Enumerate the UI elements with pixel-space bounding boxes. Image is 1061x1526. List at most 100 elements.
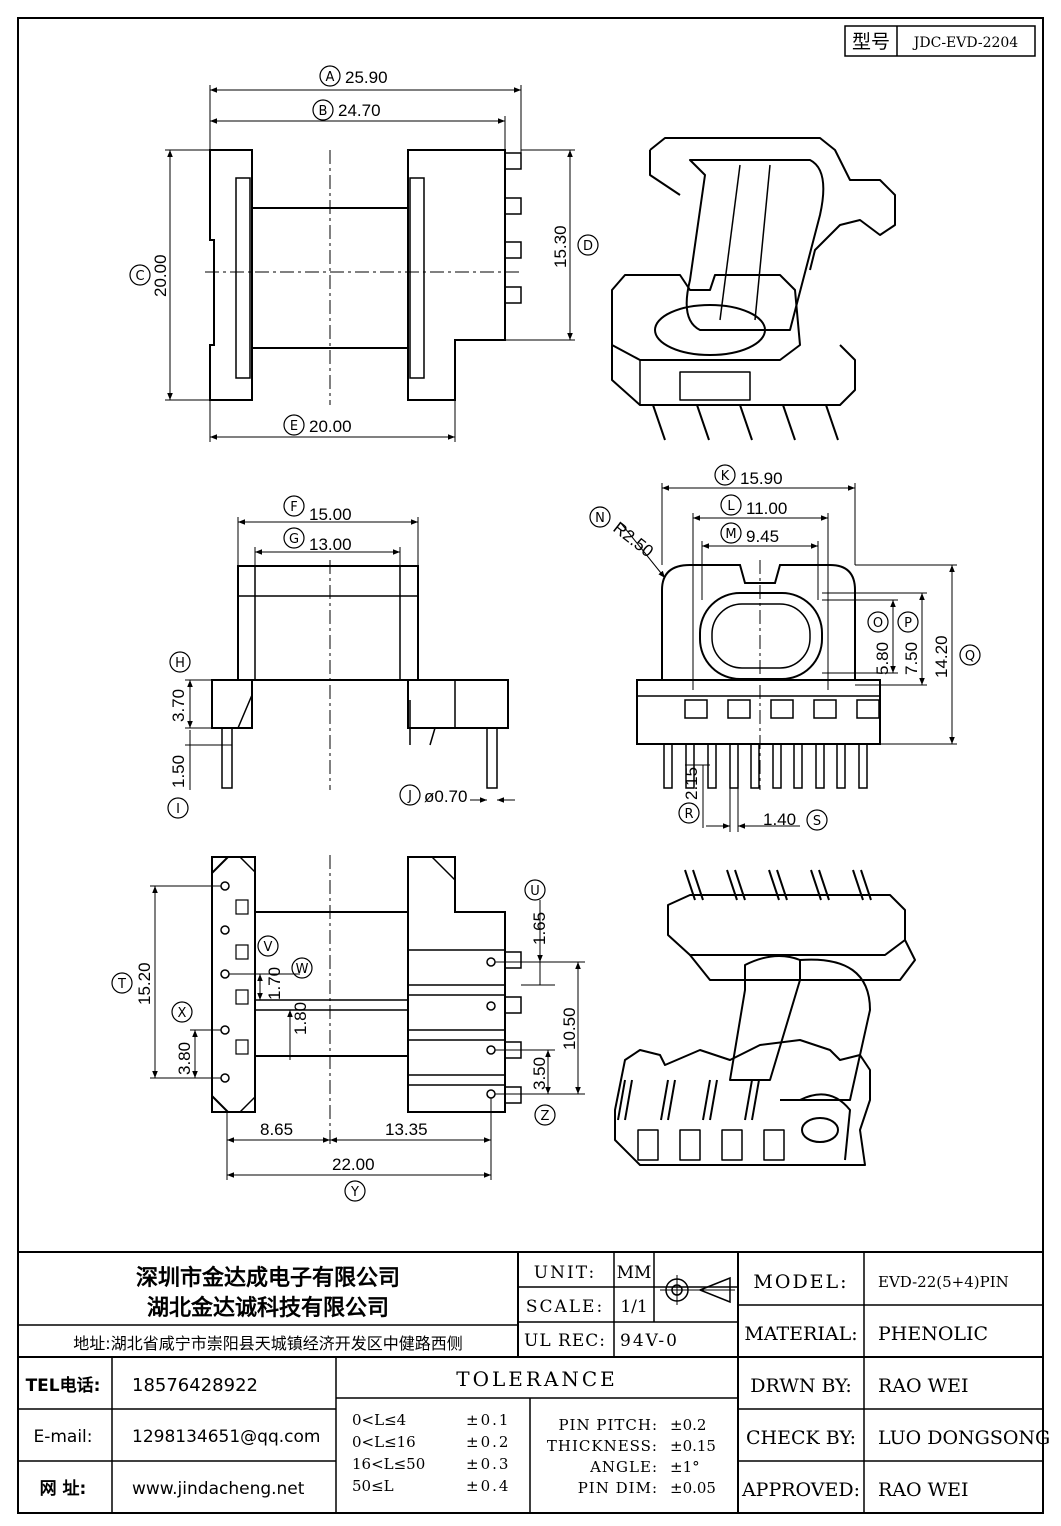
dim-value-L: 11.00 [746,499,787,518]
dim-badge-Y: Y [350,1185,359,1200]
dim-badge-Q: Q [965,649,975,664]
tolerance-title: TOLERANCE [456,1367,618,1391]
dim-value-C: 20.00 [151,254,170,297]
dim-value-E: 20.00 [309,417,352,436]
dim-badge-I: I [176,802,180,817]
front-view-labels: K 15.90 L 11.00 M 9.45 N R2.50 O 5.80 P … [589,464,981,831]
check-by-value: LUO DONGSONG [878,1427,1050,1449]
dim-badge-D: D [583,239,593,254]
dim-badge-P: P [904,616,912,631]
dim-badge-H: H [175,656,185,671]
pin-label-0: PIN PITCH: [558,1416,658,1434]
company-name-2: 湖北金达诚科技有限公司 [147,1295,389,1321]
dim-value-K: 15.90 [740,469,783,488]
top-view [165,85,575,442]
title-block-text: 深圳市金达成电子有限公司 湖北金达诚科技有限公司 地址:湖北省咸宁市崇阳县天城镇… [26,1263,1051,1501]
dim-value-B: 24.70 [338,101,381,120]
check-by-label: CHECK BY: [746,1427,856,1449]
pin-label-3: PIN DIM: [578,1479,658,1497]
dim-badge-N: N [595,511,605,526]
dim-badge-U: U [530,884,540,899]
dim-value-N: R2.50 [610,518,657,561]
tol-range-2: 16<L≤50 [352,1455,425,1473]
tol-range-3: 50≤L [352,1477,394,1495]
dim-value-F: 15.00 [309,505,352,524]
bottom-view-labels: T 15.20 X 3.80 V 1.70 W 1.80 U 1.65 10.5… [111,879,579,1202]
web-label: 网 址: [40,1479,87,1499]
dim-badge-A: A [326,70,335,85]
dim-badge-M: M [725,527,736,542]
dim-value-M: 9.45 [746,527,779,546]
dim-badge-K: K [721,469,730,484]
material-label: MATERIAL: [744,1323,857,1345]
dim-value-T: 15.20 [135,962,154,1005]
tol-value-1: ±0.2 [466,1433,510,1451]
dim-badge-F: F [290,500,297,515]
scale-label: SCALE: [526,1297,604,1317]
model-box-label: 型号 [852,31,890,53]
isometric-view-top [611,137,896,441]
dim-badge-S: S [813,814,821,829]
model-value: EVD-22(5+4)PIN [878,1273,1009,1291]
scale-value: 1/1 [620,1297,647,1317]
dim-badge-T: T [117,977,126,992]
dim-badge-R: R [684,807,693,822]
dim-value-13-35: 13.35 [385,1120,428,1139]
company-address: 地址:湖北省咸宁市崇阳县天城镇经济开发区中健路西侧 [73,1334,462,1353]
ul-label: UL REC: [524,1331,606,1351]
dim-value-D: 15.30 [551,225,570,268]
unit-value: MM [617,1263,652,1283]
email-label: E-mail: [33,1427,92,1447]
dim-value-W: 1.80 [291,1002,310,1035]
dim-value-Y: 22.00 [332,1155,375,1174]
dim-value-J: ø0.70 [424,787,467,806]
dim-value-P: 7.50 [902,642,921,675]
dim-value-Z: 3.50 [530,1057,549,1090]
approved-label: APPROVED: [741,1479,860,1501]
dim-badge-X: X [178,1006,187,1021]
unit-label: UNIT: [534,1263,596,1283]
dim-value-V: 1.70 [265,967,284,1000]
web-value: www.jindacheng.net [132,1479,305,1499]
drawn-by-value: RAO WEI [878,1375,969,1397]
dim-badge-W: W [296,962,309,977]
dim-badge-C: C [135,269,144,284]
tol-value-2: ±0.3 [466,1455,510,1473]
dim-value-I: 1.50 [169,755,188,788]
pin-label-1: THICKNESS: [547,1437,658,1455]
model-label: MODEL: [753,1271,848,1293]
dim-badge-G: G [289,532,299,547]
dim-value-10-50: 10.50 [560,1007,579,1050]
bottom-view [150,855,585,1180]
tol-range-1: 0<L≤16 [352,1433,416,1451]
tel-value: 18576428922 [132,1375,258,1396]
side-view [185,517,515,803]
ul-value: 94V-0 [620,1331,679,1351]
dim-value-R: 2.15 [682,767,701,800]
tel-label: TEL电话: [26,1375,101,1396]
tol-value-0: ±0.1 [466,1411,510,1429]
dim-value-X: 3.80 [175,1042,194,1075]
dim-badge-J: J [407,789,412,804]
pin-value-1: ±0.15 [670,1437,716,1455]
dim-value-Q: 14.20 [932,635,951,678]
pin-value-0: ±0.2 [670,1416,706,1434]
company-name-1: 深圳市金达成电子有限公司 [136,1265,400,1291]
top-view-labels: A 25.90 B 24.70 C 20.00 D 15.30 E 20.00 [129,65,599,436]
email-value: 1298134651@qq.com [132,1427,320,1447]
side-view-labels: F 15.00 G 13.00 H 3.70 I 1.50 J ø0.70 [167,495,467,819]
drawn-by-label: DRWN BY: [750,1375,852,1397]
dim-badge-B: B [319,104,328,119]
pin-value-2: ±1° [670,1458,700,1476]
dim-badge-V: V [264,940,273,955]
title-block [18,1251,1043,1513]
material-value: PHENOLIC [878,1323,988,1345]
pin-value-3: ±0.05 [670,1479,716,1497]
dim-badge-E: E [290,419,298,434]
dim-value-O: 5.80 [873,642,892,675]
dim-badge-Z: Z [541,1109,550,1124]
model-box-value: JDC-EVD-2204 [912,35,1019,51]
tol-value-3: ±0.4 [466,1477,510,1495]
dim-badge-L: L [727,499,735,514]
